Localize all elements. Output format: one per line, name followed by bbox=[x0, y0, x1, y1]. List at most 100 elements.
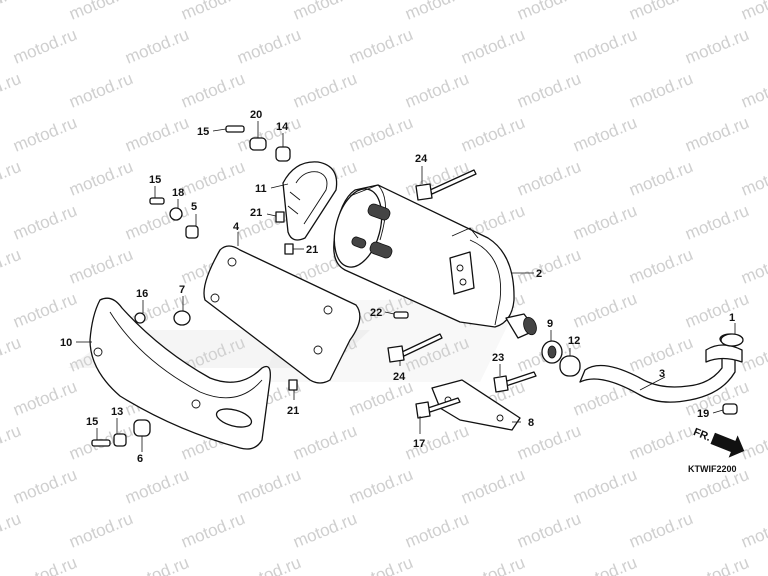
watermark-text: motod.ru bbox=[10, 553, 79, 576]
callout-15-low: 15 bbox=[86, 416, 98, 428]
watermark-text: motod.ru bbox=[10, 289, 79, 332]
watermark-text: motod.ru bbox=[514, 157, 583, 200]
callout-11: 11 bbox=[255, 183, 267, 195]
watermark-text: motod.ru bbox=[738, 509, 768, 552]
front-indicator: FR. bbox=[692, 426, 745, 458]
muffler-cover-part bbox=[89, 297, 271, 450]
watermark-text: motod.ru bbox=[682, 553, 751, 576]
watermark-text: motod.ru bbox=[0, 509, 24, 552]
fasteners bbox=[91, 125, 744, 447]
callout-1: 1 bbox=[729, 312, 735, 324]
callout-17: 17 bbox=[413, 438, 425, 450]
watermark-text: motod.ru bbox=[234, 553, 303, 576]
watermark-text: motod.ru bbox=[346, 553, 415, 576]
callout-4: 4 bbox=[233, 221, 240, 233]
heat-shield-part bbox=[282, 161, 338, 241]
watermark-text: motod.ru bbox=[290, 509, 359, 552]
watermark-text: motod.ru bbox=[402, 0, 471, 24]
watermark-text: motod.ru bbox=[626, 69, 695, 112]
watermark-text: motod.ru bbox=[66, 157, 135, 200]
watermark-text: motod.ru bbox=[122, 25, 191, 68]
callout-23: 23 bbox=[492, 352, 504, 364]
watermark-text: motod.ru bbox=[10, 113, 79, 156]
watermark-text: motod.ru bbox=[458, 553, 527, 576]
watermark-text: motod.ru bbox=[570, 201, 639, 244]
callout-15-mid: 15 bbox=[149, 174, 161, 186]
watermark-text: motod.ru bbox=[66, 509, 135, 552]
watermark-text: motod.ru bbox=[290, 421, 359, 464]
watermark-text: motod.ru bbox=[570, 553, 639, 576]
watermark-text: motod.ru bbox=[0, 0, 24, 24]
muffler-protector-part bbox=[203, 245, 361, 384]
watermark-text: motod.ru bbox=[626, 245, 695, 288]
callout-6: 6 bbox=[137, 453, 143, 465]
watermark-text: motod.ru bbox=[178, 69, 247, 112]
callout-3: 3 bbox=[659, 368, 665, 380]
watermark-text: motod.ru bbox=[66, 69, 135, 112]
callout-22: 22 bbox=[370, 307, 382, 319]
watermark-text: motod.ru bbox=[514, 245, 583, 288]
watermark-text: motod.ru bbox=[122, 465, 191, 508]
watermark-text: motod.ru bbox=[738, 0, 768, 24]
callout-20: 20 bbox=[250, 109, 262, 121]
callout-5: 5 bbox=[191, 201, 197, 213]
watermark-text: motod.ru bbox=[234, 465, 303, 508]
callout-labels: 1 2 3 4 5 6 7 8 9 10 11 12 13 14 15 15 1… bbox=[60, 109, 735, 465]
callout-10: 10 bbox=[60, 337, 72, 349]
watermark-text: motod.ru bbox=[122, 553, 191, 576]
callout-2: 2 bbox=[536, 268, 542, 280]
diagram-code: KTWIF2200 bbox=[688, 464, 737, 474]
watermark-text: motod.ru bbox=[234, 25, 303, 68]
callout-24-top: 24 bbox=[415, 153, 428, 165]
callout-9: 9 bbox=[547, 318, 553, 330]
watermark-text: motod.ru bbox=[738, 69, 768, 112]
watermark-text: motod.ru bbox=[290, 0, 359, 24]
watermark-text: motod.ru bbox=[0, 245, 24, 288]
muffler-part bbox=[333, 184, 537, 339]
watermark-text: motod.ru bbox=[178, 509, 247, 552]
front-arrow-icon bbox=[710, 432, 745, 458]
watermark-text: motod.ru bbox=[66, 245, 135, 288]
watermark-text: motod.ru bbox=[0, 157, 24, 200]
watermark-text: motod.ru bbox=[10, 25, 79, 68]
callout-21-c: 21 bbox=[287, 405, 299, 417]
callout-21-b: 21 bbox=[306, 244, 318, 256]
watermark-text: motod.ru bbox=[346, 377, 415, 420]
callout-8: 8 bbox=[528, 417, 534, 429]
watermark-text: motod.ru bbox=[122, 113, 191, 156]
watermark-text: motod.ru bbox=[738, 245, 768, 288]
watermark-text: motod.ru bbox=[626, 157, 695, 200]
watermark-text: motod.ru bbox=[738, 421, 768, 464]
callout-12: 12 bbox=[568, 335, 580, 347]
watermark-text: motod.ru bbox=[122, 201, 191, 244]
callout-24-low: 24 bbox=[393, 371, 406, 383]
watermark-text: motod.ru bbox=[0, 69, 24, 112]
watermark-text: motod.ru bbox=[10, 377, 79, 420]
leader-lines bbox=[76, 121, 736, 452]
watermark-text: motod.ru bbox=[458, 465, 527, 508]
watermark-text: motod.ru bbox=[458, 113, 527, 156]
callout-7: 7 bbox=[179, 284, 185, 296]
callout-15-top: 15 bbox=[197, 126, 209, 138]
watermark-text: motod.ru bbox=[570, 465, 639, 508]
watermark-text: motod.ru bbox=[178, 0, 247, 24]
callout-13: 13 bbox=[111, 406, 123, 418]
watermark-text: motod.ru bbox=[738, 157, 768, 200]
watermark-text: motod.ru bbox=[0, 421, 24, 464]
watermark-text: motod.ru bbox=[514, 0, 583, 24]
watermark-text: motod.ru bbox=[0, 333, 24, 376]
watermark-text: motod.ru bbox=[514, 509, 583, 552]
watermark-text: motod.ru bbox=[402, 509, 471, 552]
watermark-text: motod.ru bbox=[66, 0, 135, 24]
watermark-text: motod.ru bbox=[178, 157, 247, 200]
watermark-text: motod.ru bbox=[682, 25, 751, 68]
watermark-text: motod.ru bbox=[10, 201, 79, 244]
watermark-text: motod.ru bbox=[458, 25, 527, 68]
watermark-text: motod.ru bbox=[626, 509, 695, 552]
watermark-text: motod.ru bbox=[682, 289, 751, 332]
watermark-text: motod.ru bbox=[626, 421, 695, 464]
watermark-text: motod.ru bbox=[514, 69, 583, 112]
watermark-text: motod.ru bbox=[514, 421, 583, 464]
watermark-text: motod.ru bbox=[346, 465, 415, 508]
watermark-text: motod.ru bbox=[570, 289, 639, 332]
